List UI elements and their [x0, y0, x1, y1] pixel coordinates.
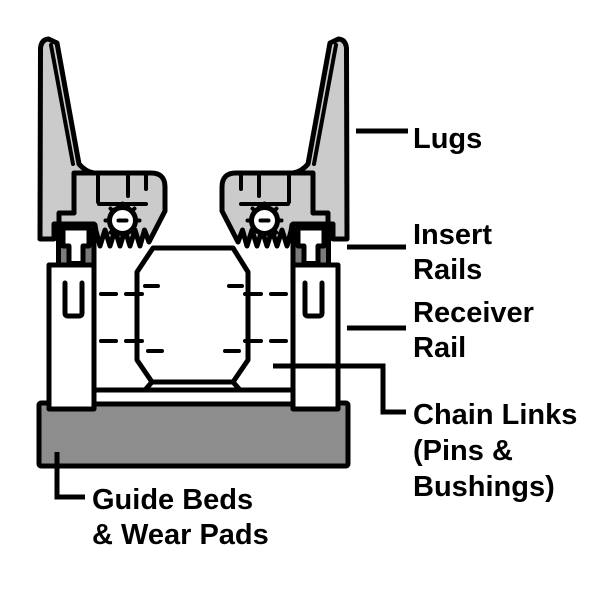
label-chain-links-line1: Chain Links	[413, 399, 577, 431]
label-chain-links-line3: Bushings)	[413, 471, 555, 503]
guide-beds-leader-line	[54, 452, 85, 500]
insert-rail-key	[60, 225, 92, 266]
receiver-rail-post	[46, 262, 97, 412]
label-receiver-rail-line2: Rail	[413, 332, 466, 364]
label-chain-links-line2: (Pins &	[413, 435, 513, 467]
label-guide-beds-line1: Guide Beds	[92, 484, 253, 516]
label-guide-beds-line2: & Wear Pads	[92, 519, 269, 551]
link-plate-tick-marks	[99, 284, 164, 353]
label-insert-rails-line2: Rails	[413, 254, 482, 286]
post-slot	[62, 280, 85, 319]
guide-bed	[36, 400, 351, 469]
label-lugs: Lugs	[413, 123, 482, 155]
plate-band-connectors	[142, 379, 243, 393]
pin-spline-ticks	[103, 201, 142, 240]
chain-link-center-plate	[134, 245, 251, 385]
left-assembly	[37, 36, 168, 412]
label-receiver-rail-line1: Receiver	[413, 297, 534, 329]
wear-pad-band	[91, 387, 296, 407]
label-insert-rails-line1: Insert	[413, 219, 492, 251]
chain-links-leader-line	[273, 363, 406, 415]
